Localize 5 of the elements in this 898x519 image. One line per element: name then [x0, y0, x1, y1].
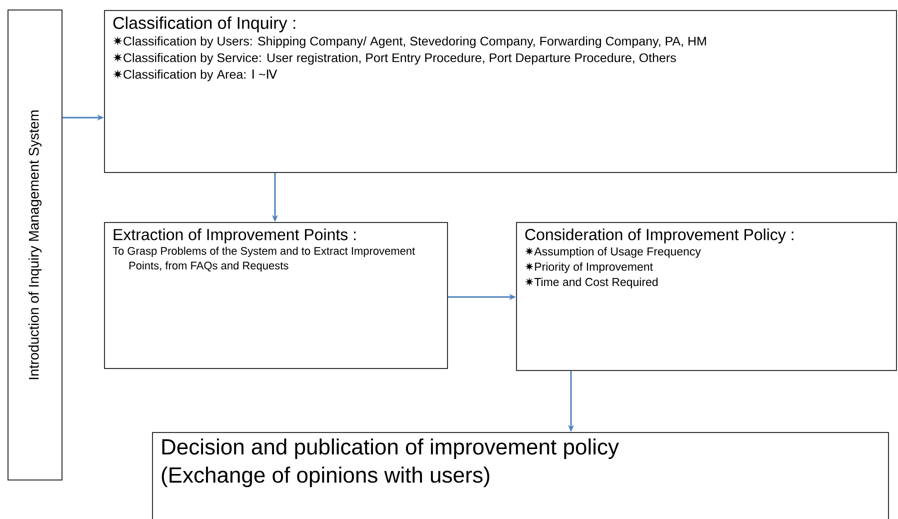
process-box: Classification of Inquiry : ✷Classification by Users: Shipping Company/ Agent, Stevedoring Company, Forwarding Company, PA, HM ✷Classification by Service: User registration, Port Entry Procedure, Port Departure Procedure, Others ✷Classification by Area: Ⅰ ~Ⅳ — [104, 10, 897, 173]
process-box: Consideration of Improvement Policy : ✷Assumption of Usage Frequency ✷Priority of Improvement ✷Time and Cost Required — [516, 222, 897, 371]
process-box: Extraction of Improvement Points : To Grasp Problems of the System and to Extract Improvement Points, from FAQs and Requests — [104, 222, 448, 369]
process-box: Decision and publication of improvement policy (Exchange of opinions with users) — [152, 432, 889, 519]
process-box: Introduction of Inquiry Management System — [8, 10, 62, 480]
